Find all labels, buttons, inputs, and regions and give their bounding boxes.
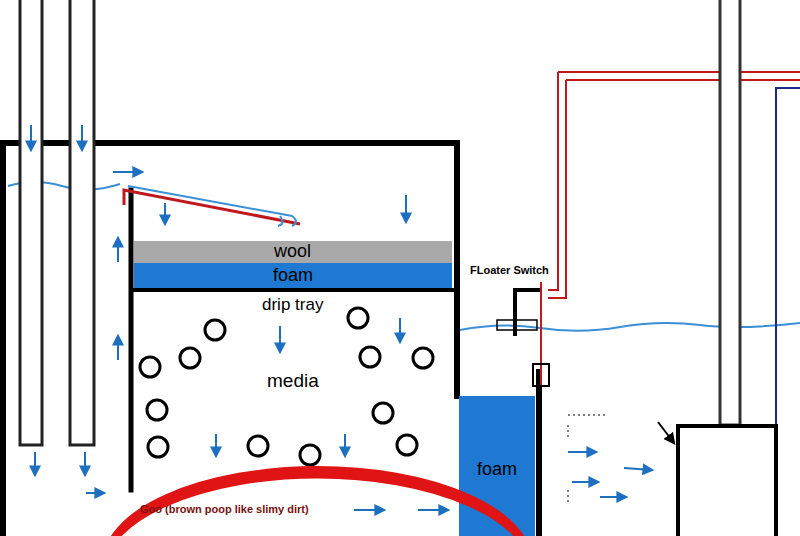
node-text: Goo (brown poop like slimy dirt) <box>140 503 309 515</box>
tank-wall <box>129 190 134 490</box>
flow-arrow <box>34 452 36 475</box>
return-pump <box>720 0 740 425</box>
flow-arrow <box>399 318 401 342</box>
bio-media <box>180 348 200 368</box>
bio-media <box>140 308 433 465</box>
node-text: foam <box>273 266 313 286</box>
flow-arrow <box>81 125 83 150</box>
tank-wall <box>131 288 457 292</box>
flow-dots <box>568 490 569 505</box>
flow-arrow <box>572 481 598 483</box>
bio-media <box>147 400 167 420</box>
flow-dots <box>568 425 569 440</box>
goo-outline <box>104 472 532 536</box>
node-text: media <box>267 371 319 392</box>
flow-arrow <box>30 125 32 150</box>
goo-ellipse: Goo (brown poop like slimy dirt) <box>100 463 472 531</box>
flow-arrow <box>600 496 626 498</box>
flow-arrow <box>84 452 86 475</box>
flow-arrow <box>418 509 448 511</box>
bio-media <box>148 437 168 457</box>
float-switch <box>540 282 542 386</box>
flow-arrow <box>405 195 407 222</box>
float-switch <box>776 88 800 430</box>
flow-arrow <box>344 434 346 456</box>
bio-media <box>205 320 225 340</box>
flow-arrow <box>624 468 652 470</box>
flow-arrow <box>86 492 104 494</box>
spray-bar <box>124 190 300 224</box>
flow-arrow <box>117 336 119 360</box>
filter-wool: wool <box>134 241 452 263</box>
node-text: foam <box>477 460 517 480</box>
flow-arrow <box>354 509 384 511</box>
return-pump <box>678 426 776 536</box>
bio-media <box>300 445 320 465</box>
flow-dots <box>568 415 605 416</box>
flow-arrow <box>117 238 119 262</box>
filter-foam: foam <box>134 263 452 288</box>
flow-arrow <box>568 451 596 453</box>
bio-media <box>413 348 433 368</box>
node-text: wool <box>274 242 311 262</box>
tank-wall <box>536 372 542 536</box>
bio-media <box>360 347 380 367</box>
switch-label: FLoater Switch <box>470 264 549 276</box>
bio-media <box>397 435 417 455</box>
spray-bar <box>124 186 300 226</box>
float-switch <box>548 72 800 298</box>
flow-arrow <box>113 171 142 173</box>
inlet-pipe <box>20 0 42 445</box>
goo-outline <box>100 463 472 531</box>
flow-arrow <box>31 12 730 510</box>
spray-bar <box>128 186 296 226</box>
float-switch <box>497 320 537 330</box>
flow-dots <box>568 415 605 505</box>
flow-arrow <box>215 434 217 456</box>
water-line <box>8 182 800 331</box>
float-switch <box>533 364 549 386</box>
float-switch <box>497 72 800 430</box>
inlet-pipe <box>70 0 94 445</box>
media-chamber: drip tray media <box>136 293 450 483</box>
bio-media <box>348 308 368 328</box>
pointer-arrow <box>658 422 674 443</box>
inlet-pipe <box>20 0 94 445</box>
bio-media <box>248 436 268 456</box>
bio-media <box>140 357 160 377</box>
node-text: drip tray <box>262 296 323 315</box>
flow-arrow <box>279 326 281 352</box>
flow-arrow <box>164 203 166 224</box>
bio-media <box>373 403 393 423</box>
return-pump <box>678 0 776 536</box>
